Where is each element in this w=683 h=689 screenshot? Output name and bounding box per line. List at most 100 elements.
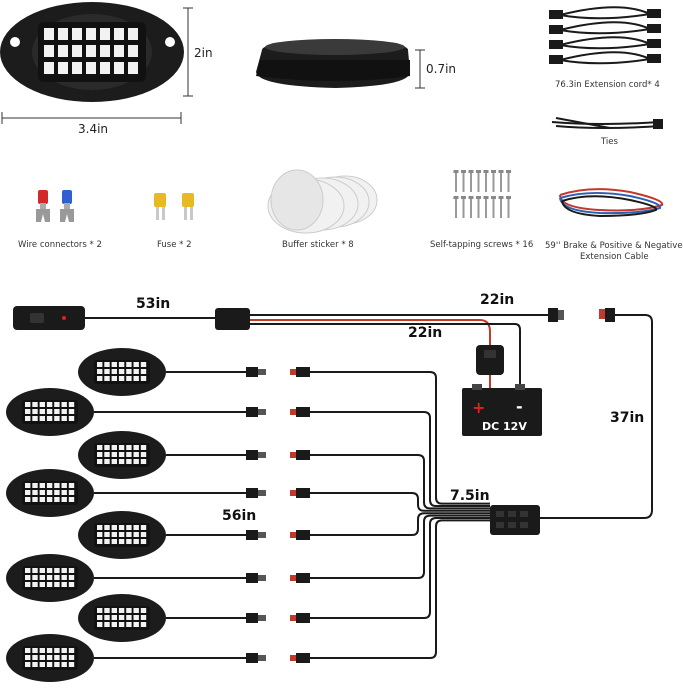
led-chip — [133, 622, 139, 627]
hub-lead-length: 7.5in — [450, 488, 490, 504]
led-chip — [54, 490, 60, 495]
pod-connector-pin — [258, 369, 266, 375]
led-chip — [46, 568, 53, 573]
led-chip — [118, 376, 125, 381]
led-chip — [44, 28, 54, 40]
led-chip — [97, 362, 103, 367]
led-chip — [68, 575, 75, 580]
pod-connector-male — [246, 450, 258, 460]
led-chip — [32, 409, 38, 414]
led-chip — [126, 452, 132, 457]
led-chip — [111, 539, 117, 544]
extension-connector-pair — [548, 308, 615, 322]
pod-lead-length: 56in — [222, 508, 257, 524]
pod-connector-male — [246, 653, 258, 663]
screw-head — [476, 196, 481, 199]
led-chip — [104, 369, 110, 374]
led-chip — [126, 608, 132, 613]
led-chip — [133, 445, 139, 450]
led-chip — [46, 490, 53, 495]
pod-connector-male — [246, 573, 258, 583]
led-chip — [39, 402, 45, 407]
led-chip — [25, 416, 31, 421]
pod-connector-male — [246, 530, 258, 540]
led-chip — [54, 568, 60, 573]
led-chip — [118, 459, 125, 464]
led-chip — [118, 615, 125, 620]
led-chip — [54, 402, 60, 407]
led-chip — [68, 497, 75, 502]
led-chip — [44, 45, 54, 57]
led-chip — [97, 622, 103, 627]
led-chip — [133, 525, 139, 530]
led-chip — [46, 416, 53, 421]
pod-connector-female — [296, 613, 310, 623]
control-box — [215, 308, 250, 330]
rock-light-pod-large — [0, 2, 184, 102]
pod-connector-female — [296, 573, 310, 583]
led-chip — [126, 459, 132, 464]
led-chip — [111, 376, 117, 381]
wire-connectors-label: Wire connectors * 2 — [18, 240, 102, 250]
screws-label: Self-tapping screws * 16 — [430, 240, 534, 250]
led-chip — [111, 615, 117, 620]
pod-hub-wire — [310, 514, 490, 579]
led-chip — [32, 648, 38, 653]
pod-connector-pin — [258, 532, 266, 538]
led-chip — [32, 497, 38, 502]
led-chip — [126, 539, 132, 544]
mount-hole-right — [165, 37, 175, 47]
led-chip — [46, 648, 53, 653]
led-chip — [54, 655, 60, 660]
mount-hole-left — [10, 37, 20, 47]
led-chip — [25, 662, 31, 667]
pod-connector-seal — [290, 490, 296, 496]
led-chip — [118, 369, 125, 374]
led-chip — [118, 532, 125, 537]
pod-connector-seal — [290, 575, 296, 581]
led-chip — [39, 582, 45, 587]
led-chip — [68, 568, 75, 573]
led-chip — [32, 416, 38, 421]
led-chip — [61, 490, 67, 495]
pod-connector-pin — [258, 615, 266, 621]
led-chip — [61, 662, 67, 667]
led-chip — [100, 62, 110, 74]
brake-cable — [559, 188, 664, 218]
led-chip — [111, 532, 117, 537]
led-chip — [111, 445, 117, 450]
led-chip — [126, 525, 132, 530]
pod-connector-female — [296, 488, 310, 498]
led-chip — [97, 608, 103, 613]
led-chip — [118, 445, 125, 450]
pod-connector-seal — [290, 615, 296, 621]
pod-connector-female — [296, 450, 310, 460]
led-chip — [97, 539, 103, 544]
switch-wire-length: 53in — [136, 296, 171, 312]
led-chip — [61, 575, 67, 580]
led-chip — [32, 568, 38, 573]
led-chip — [25, 497, 31, 502]
led-chip — [32, 490, 38, 495]
led-chip — [58, 45, 68, 57]
led-chip — [54, 409, 60, 414]
led-chip — [61, 416, 67, 421]
led-chip — [61, 568, 67, 573]
screw-head — [498, 196, 504, 199]
screw-head — [461, 196, 466, 199]
led-chip — [68, 648, 75, 653]
pod-hub-wire — [310, 454, 490, 510]
screw-head — [453, 170, 459, 173]
inline-fuse-holder — [476, 345, 504, 375]
pod-connector-pin — [258, 575, 266, 581]
led-chip — [46, 655, 53, 660]
led-chip — [39, 416, 45, 421]
pod-connector-male — [246, 613, 258, 623]
led-chip — [140, 369, 147, 374]
led-chip — [25, 655, 31, 660]
led-chip — [97, 525, 103, 530]
screw-head — [491, 196, 496, 199]
led-chip — [25, 575, 31, 580]
brake-cable-label-2: Extension Cable — [580, 252, 649, 262]
connector-wire-length: 22in — [480, 292, 515, 308]
